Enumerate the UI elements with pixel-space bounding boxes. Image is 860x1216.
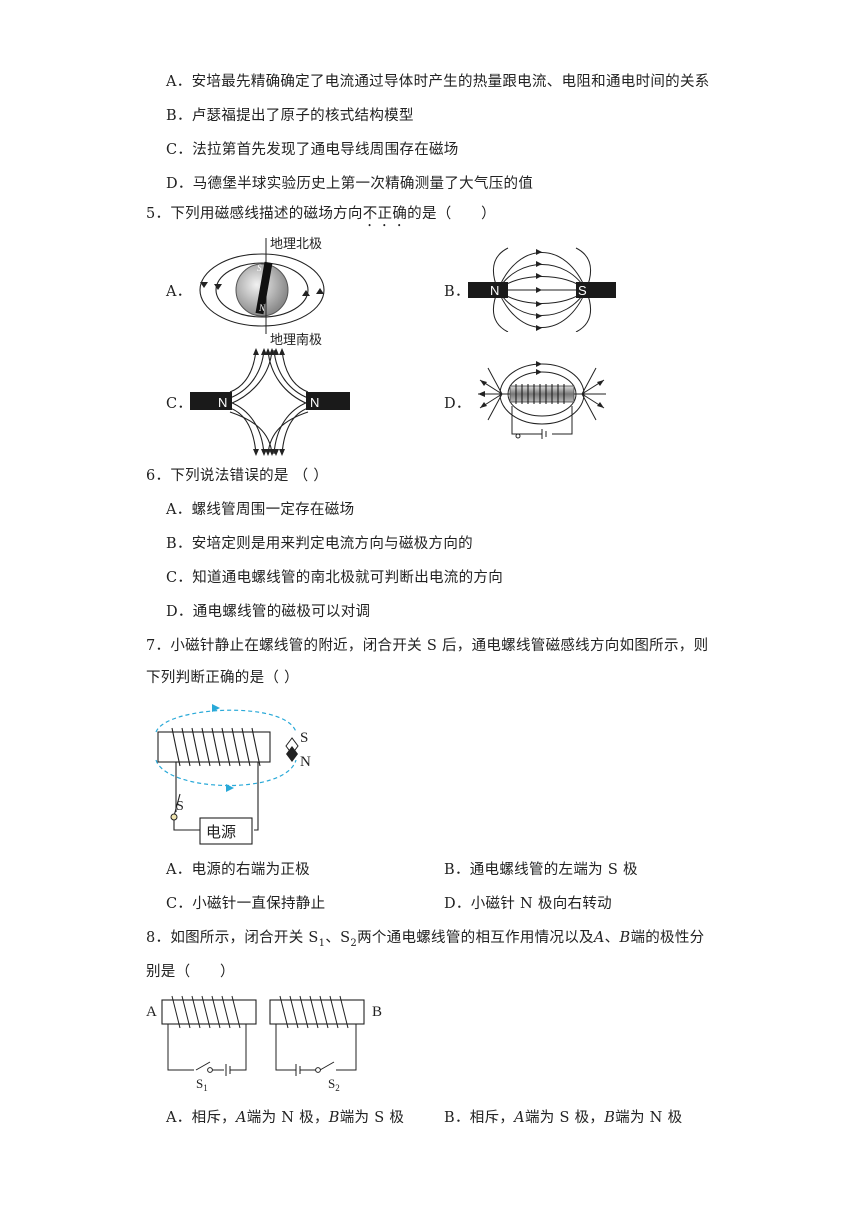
q7-stem-line2: 下列判断正确的是（ ）	[146, 670, 299, 686]
q5-figure-d-solenoid-field	[478, 361, 606, 439]
q8-sub1: 1	[318, 937, 326, 949]
q7-option-b: B．通电螺线管的左端为 S 极	[444, 862, 638, 878]
q5-stem-emphasis: 不正确	[362, 206, 408, 222]
q6-stem: 6．下列说法错误的是 （ ）	[146, 468, 329, 484]
q7-switch-label: S	[176, 799, 184, 814]
q4-option-d: D．马德堡半球实验历史上第一次精确测量了大气压的值	[166, 176, 534, 192]
q8-a-var2: B	[328, 1110, 340, 1126]
q8-b-mid: 端为 S 极，	[524, 1110, 605, 1126]
q4-option-a: A．安培最先精确确定了电流通过导体时产生的热量跟电流、电阻和通电时间的关系	[166, 74, 710, 90]
q7-option-a: A．电源的右端为正极	[166, 862, 310, 878]
q7-option-d: D．小磁针 N 极向右转动	[444, 896, 612, 912]
q5b-pole-n: N	[490, 283, 499, 298]
q5a-label-south: 地理南极	[270, 332, 322, 348]
q8-stem-line2: 别是（ ）	[146, 964, 235, 980]
q8-a-pre: A．相斥，	[166, 1110, 236, 1126]
q8-option-a: A．相斥，A端为 N 极，B端为 S 极	[166, 1108, 404, 1128]
q5-label-d: D．	[444, 396, 471, 412]
q8-b-var2: B	[604, 1110, 616, 1126]
q8-stem-part4: 、	[604, 930, 620, 946]
q4-option-b: B．卢瑟福提出了原子的核式结构模型	[166, 108, 414, 124]
q5a-label-north: 地理北极	[270, 237, 322, 252]
q7-option-c: C．小磁针一直保持静止	[166, 896, 326, 912]
q5-figure-b-ns-field: N S	[468, 247, 616, 332]
q5-figure-a-earth-field: S N 地理北极 地理南极	[199, 237, 325, 348]
q8-b-pre: B．相斥，	[444, 1110, 515, 1126]
q8-switch-s1: S1	[196, 1076, 208, 1092]
q5-stem-post: 的是（ ）	[407, 206, 496, 222]
q8-option-b: B．相斥，A端为 S 极，B端为 N 极	[444, 1108, 682, 1128]
q5c-pole-n-right: N	[310, 395, 319, 410]
q5-label-b: B．	[444, 284, 470, 300]
q8-stem-part1: 8．如图所示，闭合开关 S	[146, 930, 319, 946]
q5-label-a: A．	[166, 284, 192, 300]
q8-sub2: 2	[350, 937, 358, 949]
q8-a-var1: A	[235, 1110, 247, 1126]
q8-stem-part5: 端的极性分	[630, 930, 705, 946]
q5-label-c: C．	[166, 396, 193, 412]
q7-needle-n: N	[300, 754, 311, 770]
q7-figure-solenoid-circuit: S N S 电源	[155, 704, 311, 845]
q8-a-post: 端为 S 极	[339, 1110, 405, 1126]
q7-needle-s: S	[300, 730, 308, 746]
q8-label-b: B	[372, 1004, 382, 1020]
q5-stem-pre: 5．下列用磁感线描述的磁场方向	[146, 206, 363, 222]
q8-stem-part3: 两个通电螺线管的相互作用情况以及	[357, 930, 594, 946]
q4-option-c: C．法拉第首先发现了通电导线周围存在磁场	[166, 142, 459, 158]
q8-label-a: A	[146, 1004, 157, 1020]
q5b-pole-s: S	[578, 283, 587, 298]
q6-option-d: D．通电螺线管的磁极可以对调	[166, 604, 371, 620]
q8-b-post: 端为 N 极	[615, 1110, 683, 1126]
q8-var-a: A	[593, 930, 605, 946]
q8-var-b: B	[619, 930, 631, 946]
q6-option-a: A．螺线管周围一定存在磁场	[166, 502, 355, 518]
q8-switch-s2: S2	[328, 1076, 340, 1092]
q5a-pole-s: S	[257, 263, 262, 273]
q7-power-label: 电源	[206, 823, 236, 841]
q7-stem-line1: 7．小磁针静止在螺线管的附近，闭合开关 S 后，通电螺线管磁感线方向如图所示，则	[146, 638, 709, 654]
q5a-pole-n: N	[258, 303, 266, 313]
q6-option-c: C．知道通电螺线管的南北极就可判断出电流的方向	[166, 570, 503, 586]
q8-stem-line1: 8．如图所示，闭合开关 S1、S2两个通电螺线管的相互作用情况以及A、B端的极性…	[146, 928, 704, 954]
q5-figure-c-nn-field: N N	[190, 348, 350, 456]
q5c-pole-n-left: N	[218, 395, 227, 410]
q8-figure-two-solenoids: A B S1 S2	[146, 995, 382, 1092]
q8-a-mid: 端为 N 极，	[246, 1110, 329, 1126]
q6-option-b: B．安培定则是用来判定电流方向与磁极方向的	[166, 536, 473, 552]
q8-stem-part2: 、S	[325, 930, 351, 946]
q5-stem: 5．下列用磁感线描述的磁场方向不正确的是（ ）	[146, 204, 496, 230]
q8-b-var1: A	[514, 1110, 525, 1126]
